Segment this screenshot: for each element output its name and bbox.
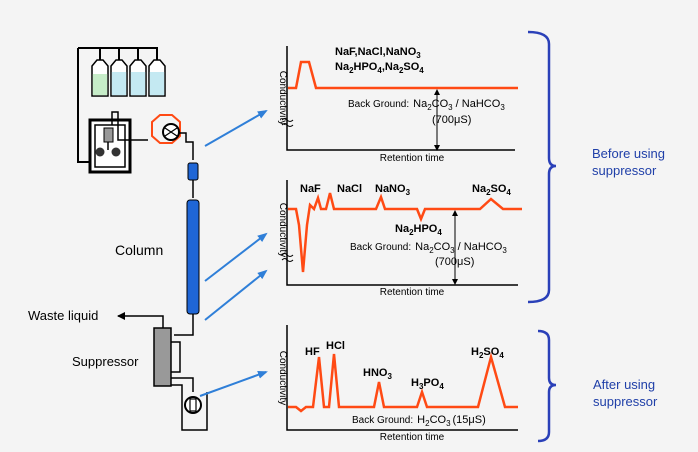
chart1-axis-break	[281, 118, 294, 127]
chart2-peak-na2so4: Na2SO4	[472, 183, 511, 197]
after-label-line1: After using	[593, 377, 655, 392]
chart2-background-label: Back Ground:Na2CO3 / NaHCO3	[350, 241, 507, 255]
chart1-background-value: (700μS)	[432, 114, 471, 126]
chart1-signal-line	[288, 60, 518, 90]
eluent-bottle-2	[110, 48, 128, 97]
chart1-ylabel: Conductivity	[277, 71, 288, 125]
eluent-bottle-3	[129, 48, 147, 97]
chart-2: Conductivity Retention time NaF NaCl NaN…	[277, 180, 522, 298]
chart-3: Conductivity Retention time HF HCl HNO3 …	[277, 325, 518, 443]
chart1-background-label: Back Ground:Na2CO3 / NaHCO3	[348, 98, 505, 112]
chart2-peak-nacl: NaCl	[337, 183, 362, 195]
chart3-axes	[286, 325, 518, 431]
chart2-xlabel: Retention time	[380, 287, 445, 298]
chart3-peak-h2so4: H2SO4	[471, 346, 504, 360]
waste-liquid-label: Waste liquid	[28, 308, 98, 323]
column-icon	[186, 199, 200, 315]
detector-icon	[184, 396, 202, 414]
guard-column-icon	[187, 162, 199, 181]
before-label-line2: suppressor	[592, 163, 657, 178]
after-label-line2: suppressor	[593, 394, 658, 409]
chart2-axis-break	[281, 253, 294, 262]
chart1-axes	[286, 46, 515, 151]
suppressor-label: Suppressor	[72, 354, 139, 369]
waste-line	[117, 312, 164, 328]
chart-1: Conductivity Retention time NaF,NaCl,NaN…	[277, 46, 518, 164]
arrow-to-chart3	[204, 269, 268, 321]
chart2-background-value: (700μS)	[435, 256, 474, 268]
eluent-bottle-4	[148, 48, 166, 97]
arrow-to-chart2	[204, 232, 268, 282]
chart3-ylabel: Conductivity	[277, 351, 288, 405]
arrow-to-chart1	[204, 110, 268, 147]
chart1-xlabel: Retention time	[380, 153, 445, 164]
column-label: Column	[115, 242, 163, 258]
chart2-axes	[286, 180, 518, 286]
chart2-peak-naf: NaF	[300, 183, 321, 195]
chart2-signal-line	[288, 192, 522, 273]
chart3-signal-line	[288, 352, 518, 413]
eluent-bottle-1	[91, 48, 109, 97]
before-label-line1: Before using	[592, 146, 665, 161]
chart3-peak-h3po4: H3PO4	[411, 377, 444, 391]
eluent-bottles	[77, 47, 166, 163]
chart3-peak-hno3: HNO3	[363, 367, 392, 381]
after-suppressor-brace: After using suppressor	[537, 329, 658, 443]
chart2-ylabel: Conductivity	[277, 203, 288, 257]
chart1-peak-label-line1: NaF,NaCl,NaNO3	[335, 46, 421, 60]
before-suppressor-brace: Before using suppressor	[527, 30, 665, 304]
chart1-peak-label-line2: Na2HPO4,Na2SO4	[335, 61, 424, 75]
suppressor-icon	[153, 327, 172, 387]
chart3-peak-hcl: HCl	[326, 340, 345, 352]
chart2-peak-na2hpo4: Na2HPO4	[395, 223, 442, 237]
chart2-peak-nano3: NaNO3	[375, 183, 411, 197]
arrow-detector-to-chart3	[199, 370, 268, 397]
chart3-peak-hf: HF	[305, 346, 320, 358]
chart3-xlabel: Retention time	[380, 432, 445, 443]
pump-icon	[88, 118, 132, 174]
chart3-background-label: Back Ground:H2CO3(15μS)	[352, 414, 486, 428]
injector-valve-icon	[151, 114, 181, 144]
instrument-schematic: Column Suppressor Waste liquid	[28, 47, 208, 431]
